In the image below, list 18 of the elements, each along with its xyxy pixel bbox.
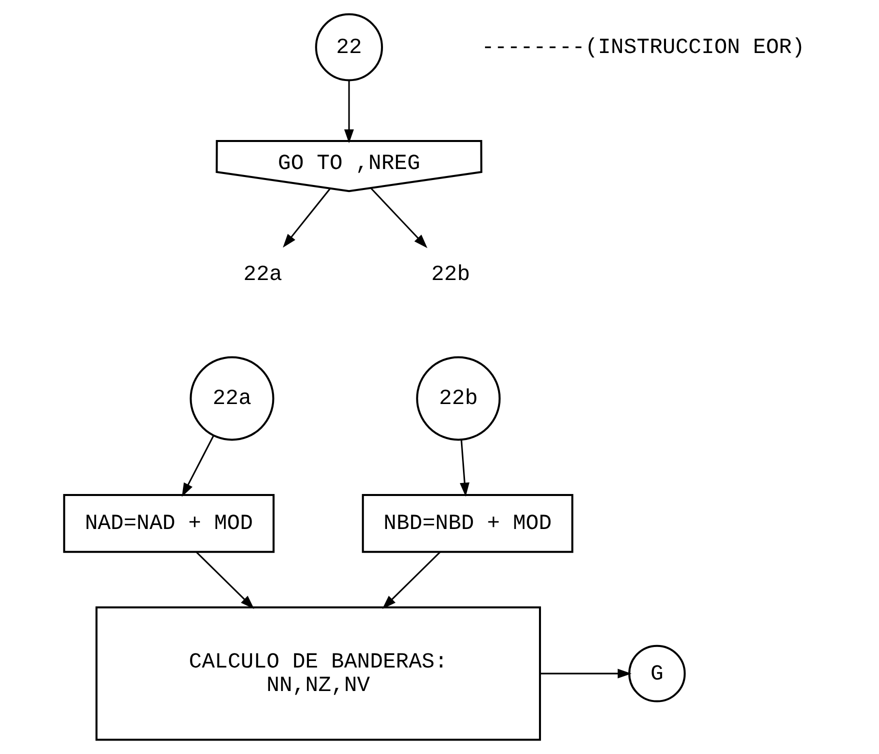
node-box: NAD=NAD + MOD: [63, 494, 275, 553]
arrow: [460, 440, 470, 497]
label: --------(INSTRUCCION EOR): [482, 36, 805, 60]
node-text: 22b: [431, 262, 470, 287]
node-box: CALCULO DE BANDERAS: NN,NZ,NV: [96, 606, 541, 741]
node-circle: G: [628, 644, 686, 702]
node-circle: 22b: [416, 356, 501, 441]
arrow: [282, 188, 330, 248]
arrow: [370, 188, 428, 248]
arrow: [344, 80, 354, 144]
arrow: [540, 668, 632, 678]
node-box: NBD=NBD + MOD: [362, 494, 574, 553]
arrow: [382, 551, 441, 609]
arrow: [182, 434, 214, 497]
node-circle: 22: [315, 13, 383, 82]
node-circle: 22a: [190, 356, 274, 441]
node-text: 22a: [243, 262, 282, 287]
arrow: [196, 551, 254, 609]
